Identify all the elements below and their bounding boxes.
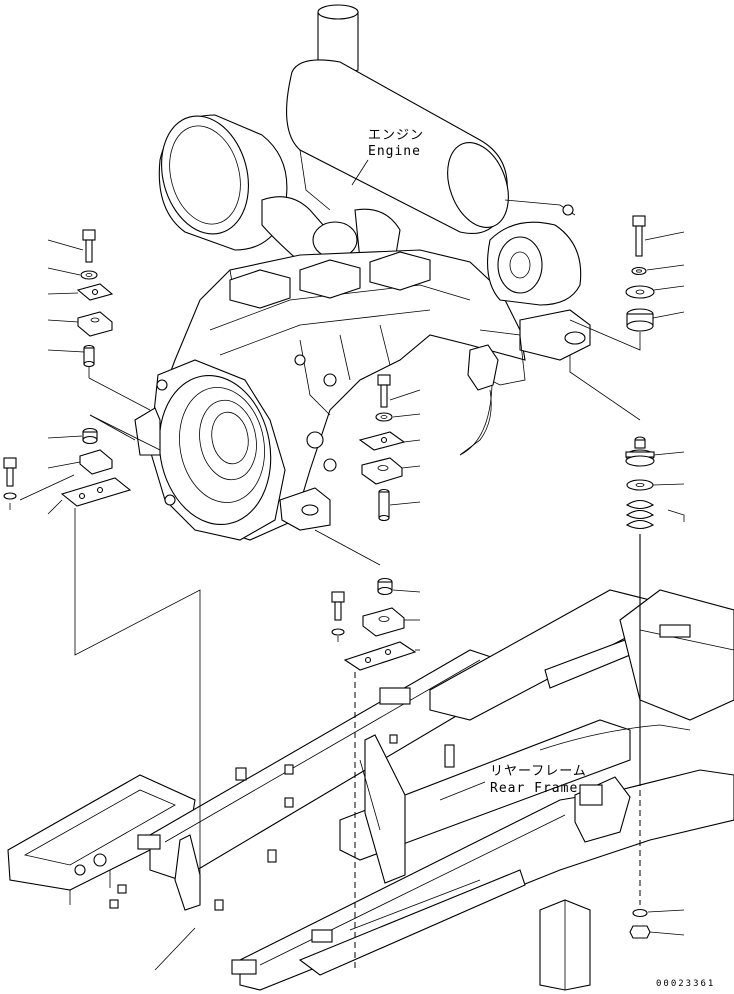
nut-right-bottom (629, 925, 685, 939)
block-left-lower (47, 449, 113, 475)
plate-center (358, 431, 421, 451)
engine-assembly (134, 4, 591, 541)
block-center-lower (362, 607, 420, 637)
flywheel-housing (146, 359, 286, 541)
rear-frame-label: リヤーフレーム Rear Frame (439, 764, 587, 801)
washer-right-mid (626, 479, 685, 491)
washer-center-lower (331, 628, 345, 636)
bolt-center-lower (331, 591, 345, 621)
bolt-left (47, 229, 96, 263)
drawing-number: 00023361 (656, 979, 715, 989)
engine-label: エンジン Engine (351, 128, 424, 186)
washer-left-lower (3, 492, 17, 500)
rear-mount-bracket-left (134, 407, 161, 456)
bolt-center (377, 374, 421, 408)
left-mount-stack (3, 229, 201, 875)
disc-right (625, 285, 685, 299)
center-mount-stack-lower (331, 577, 421, 970)
engine-label-jp: エンジン (368, 128, 424, 143)
plate-center-lower (343, 641, 420, 671)
plate-left (47, 283, 114, 301)
washer-left (47, 267, 98, 280)
bolt-left-lower (3, 457, 17, 487)
washer-right (631, 264, 685, 276)
exhaust-pipe (317, 4, 359, 75)
rear-frame (7, 589, 734, 991)
block-left (47, 311, 113, 337)
alternator (487, 199, 582, 306)
mount-right (625, 436, 685, 467)
spacer-center (378, 488, 421, 522)
block-center (361, 457, 421, 485)
cushion-right (626, 308, 685, 332)
muffler (286, 59, 509, 234)
shims-right (625, 499, 685, 530)
right-mount-stack-upper (569, 215, 685, 421)
bolt-right (632, 215, 685, 257)
engine-label-en: Engine (368, 144, 421, 159)
cushion-center (377, 577, 421, 596)
cushion-left (47, 427, 98, 445)
right-mount-stack-lower (625, 436, 685, 939)
washer-right-bottom (632, 908, 685, 918)
rear-frame-label-en: Rear Frame (490, 781, 578, 796)
rear-mount-bracket-right (279, 487, 331, 531)
washer-center (375, 412, 421, 422)
spacer-left (47, 344, 95, 368)
front-mount-bracket (459, 309, 591, 456)
rear-frame-label-jp: リヤーフレーム (490, 764, 587, 779)
plate-left-lower (47, 477, 132, 515)
center-mount-stack-upper (314, 374, 421, 566)
